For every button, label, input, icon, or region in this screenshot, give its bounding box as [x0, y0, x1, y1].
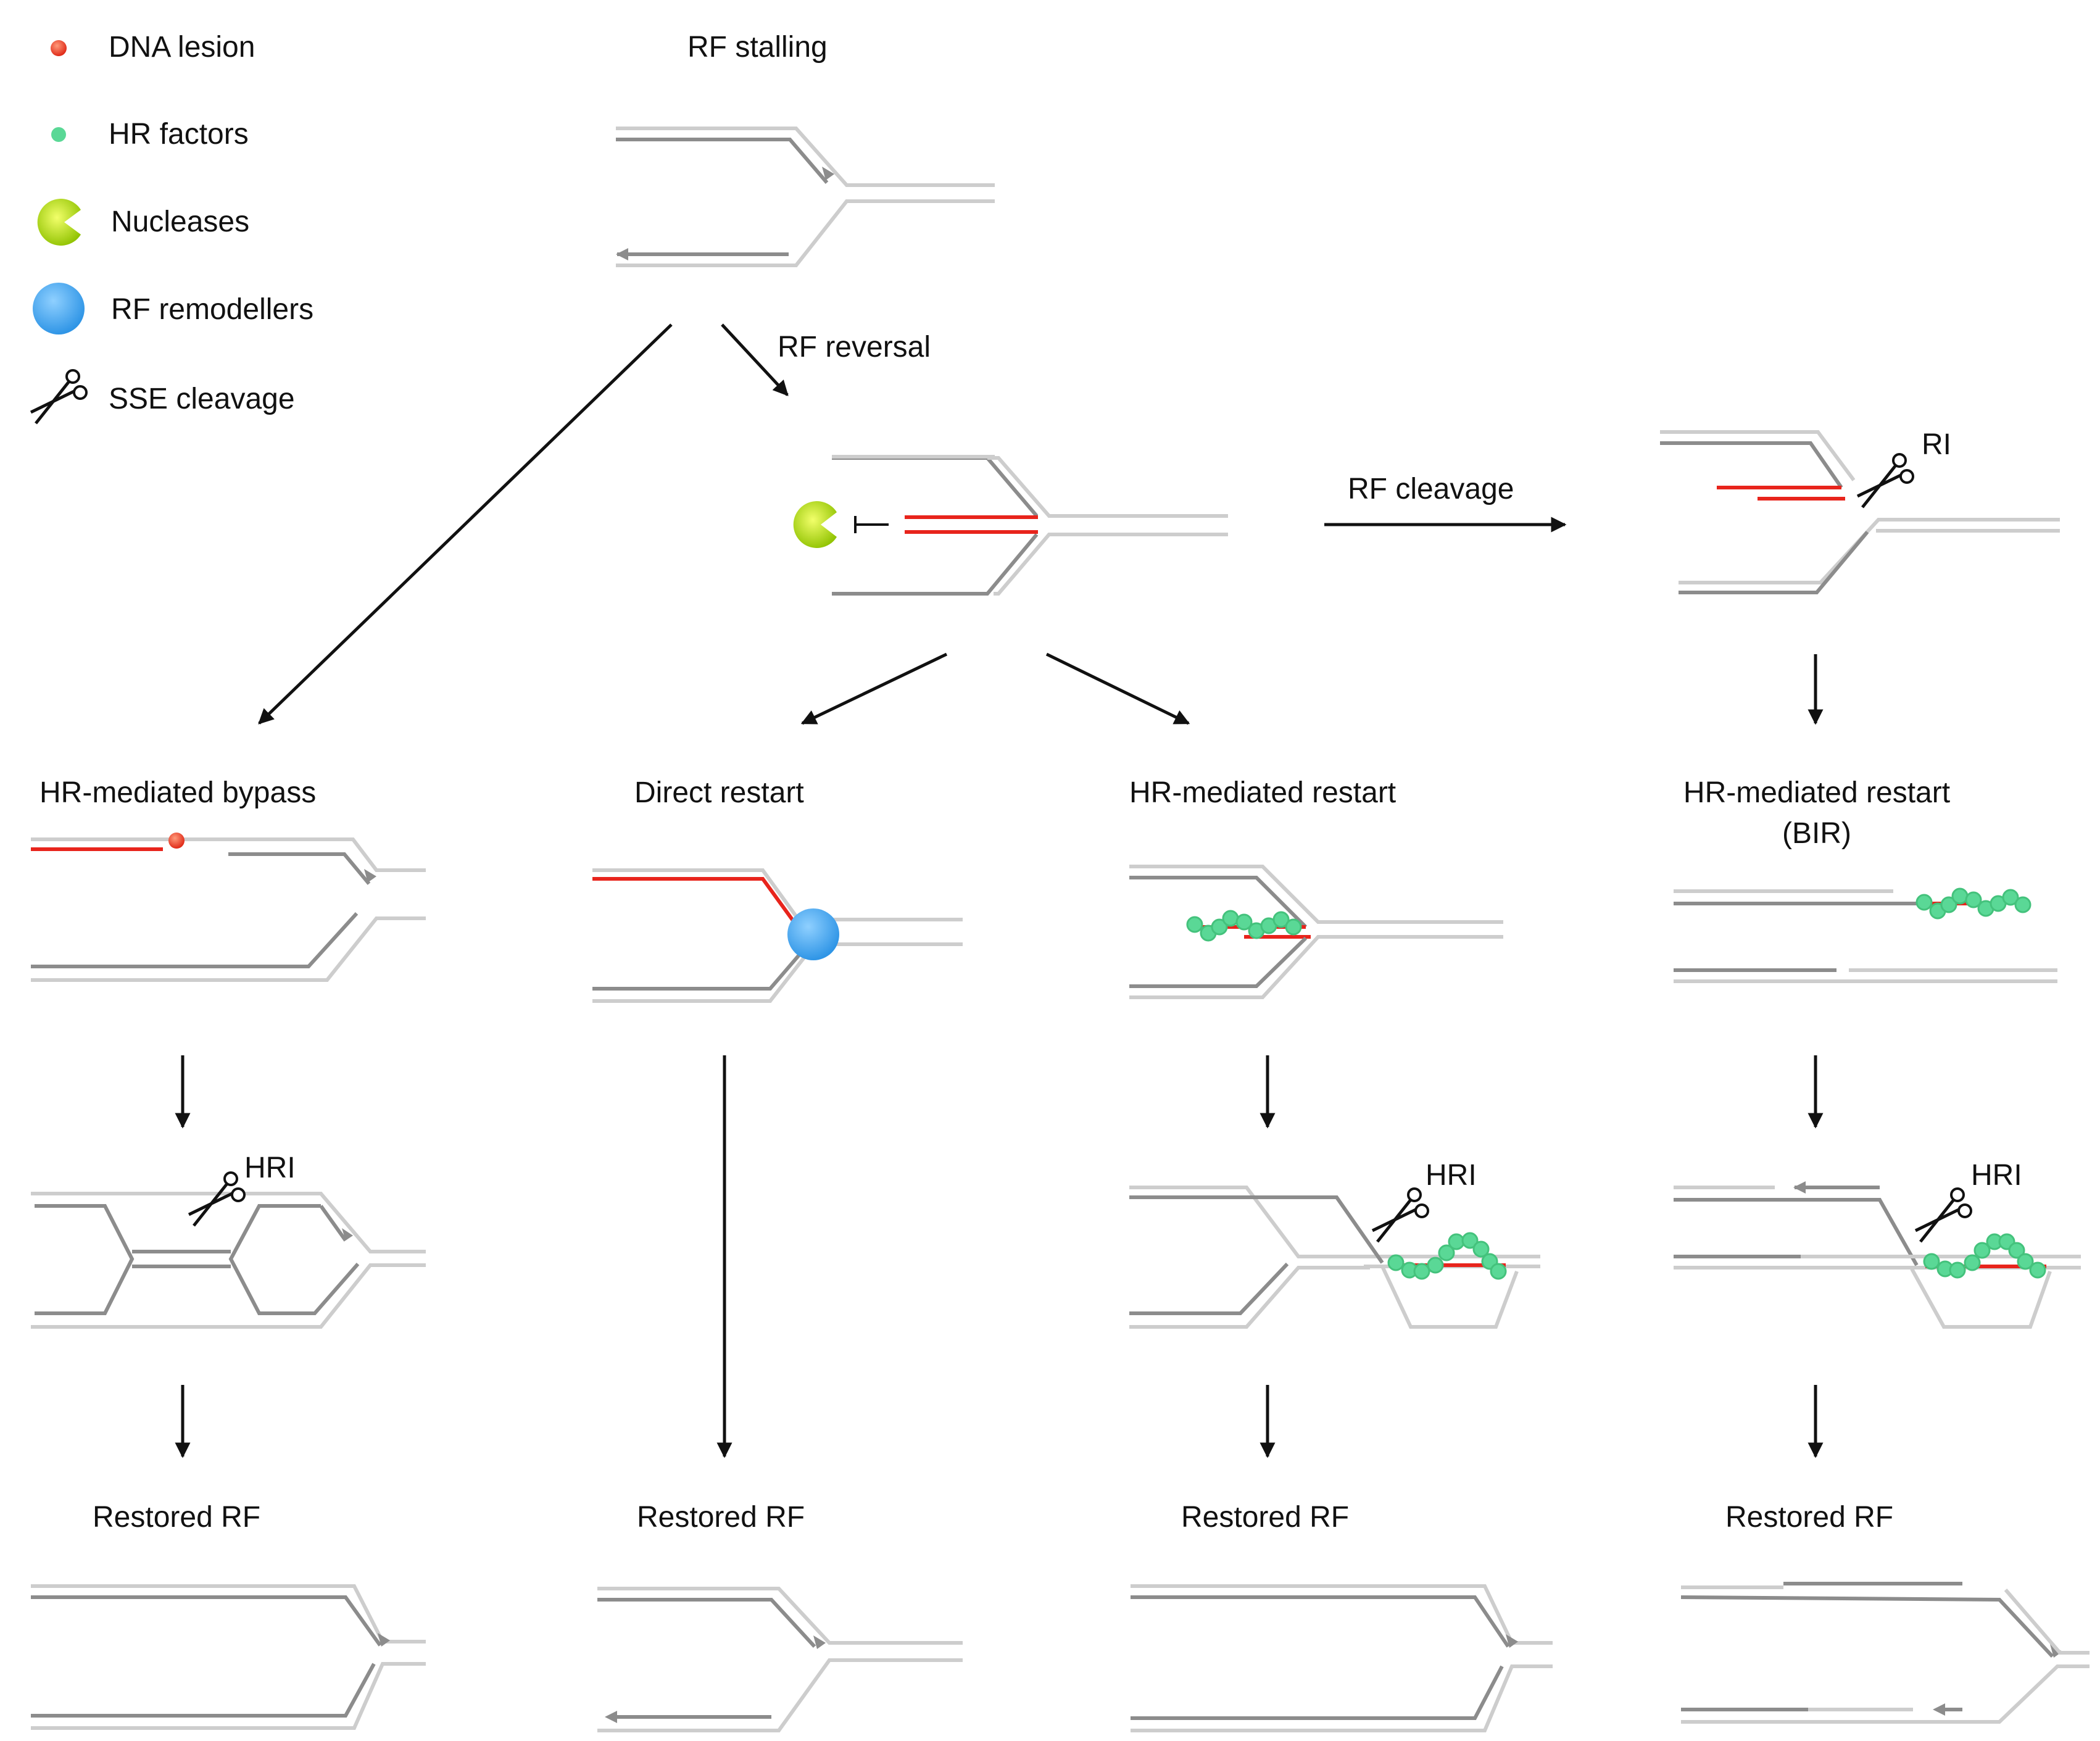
scissors-icon [1915, 1189, 1971, 1242]
fork-cleaved [1660, 430, 2060, 594]
legend-label: SSE cleavage [109, 383, 295, 415]
hri-hr-restart [1129, 1186, 1540, 1329]
restored-fork-1 [31, 1584, 426, 1730]
restored-fork-3 [1131, 1584, 1553, 1732]
scissors-icon [31, 370, 86, 423]
pathway-label-direct-restart: Direct restart [634, 776, 804, 809]
legend-item-nucleases: Nucleases [37, 199, 249, 246]
outcome-label-2: Restored RF [637, 1501, 805, 1534]
scissors-icon [1372, 1189, 1428, 1242]
outcome-label-3: Restored RF [1181, 1501, 1349, 1534]
arrow-to-hr-bypass [258, 323, 673, 725]
stage-label-rf-stalling: RF stalling [687, 31, 828, 64]
legend-item-hr-factors: HR factors [51, 118, 249, 151]
fork-bir [1674, 887, 2057, 983]
restored-fork-4 [1680, 1582, 2090, 1724]
dna-lesion-icon [51, 40, 67, 56]
legend-label: HR factors [109, 118, 249, 151]
hr-factors-cluster [1387, 1232, 1507, 1280]
scissors-icon [189, 1173, 244, 1226]
stage-label-rf-reversal: RF reversal [778, 331, 931, 364]
legend-item-rf-remodellers: RF remodellers [33, 283, 313, 334]
legend-label: RF remodellers [111, 293, 313, 326]
arrow-to-hr-restart [1045, 652, 1190, 725]
restored-fork-2 [597, 1587, 963, 1732]
hr-factors-cluster [1923, 1233, 2046, 1279]
legend-item-dna-lesion: DNA lesion [51, 31, 255, 64]
hr-factor-icon [51, 127, 66, 142]
stage-label-rf-cleavage: RF cleavage [1348, 473, 1514, 505]
hri-label-2: HRI [1426, 1159, 1477, 1192]
dna-lesion-icon [168, 833, 185, 849]
legend: DNA lesion HR factors Nucleases RF remod… [31, 31, 313, 423]
outcome-label-1: Restored RF [93, 1501, 260, 1534]
fork-stalled [616, 127, 995, 267]
arrow-rf-reversal [721, 323, 789, 396]
pathway-label-hr-restart: HR-mediated restart [1129, 776, 1396, 809]
hri-label-1: HRI [244, 1152, 296, 1184]
fork-hr-bypass [31, 833, 426, 982]
pathway-label-bir: HR-mediated restart [1683, 776, 1950, 809]
legend-label: Nucleases [111, 206, 249, 238]
label-ri: RI [1922, 428, 1951, 461]
hri-bir [1674, 1181, 2081, 1329]
nuclease-icon [37, 199, 81, 246]
nuclease-icon [793, 501, 837, 548]
remodeller-icon [33, 283, 85, 334]
fork-reversed [793, 455, 1228, 596]
outcome-label-4: Restored RF [1725, 1501, 1893, 1534]
legend-item-sse-cleavage: SSE cleavage [31, 370, 295, 423]
pathway-label-bir-sub: (BIR) [1782, 817, 1851, 850]
hri-bypass [31, 1173, 426, 1329]
remodeller-icon [787, 908, 839, 960]
fork-hr-restart [1129, 865, 1503, 999]
hri-label-3: HRI [1971, 1159, 2022, 1192]
arrow-to-direct-restart [800, 652, 948, 725]
fork-direct-restart [592, 868, 963, 1003]
legend-label: DNA lesion [109, 31, 255, 64]
scissors-icon [1857, 454, 1913, 507]
pathway-label-hr-bypass: HR-mediated bypass [39, 776, 316, 809]
